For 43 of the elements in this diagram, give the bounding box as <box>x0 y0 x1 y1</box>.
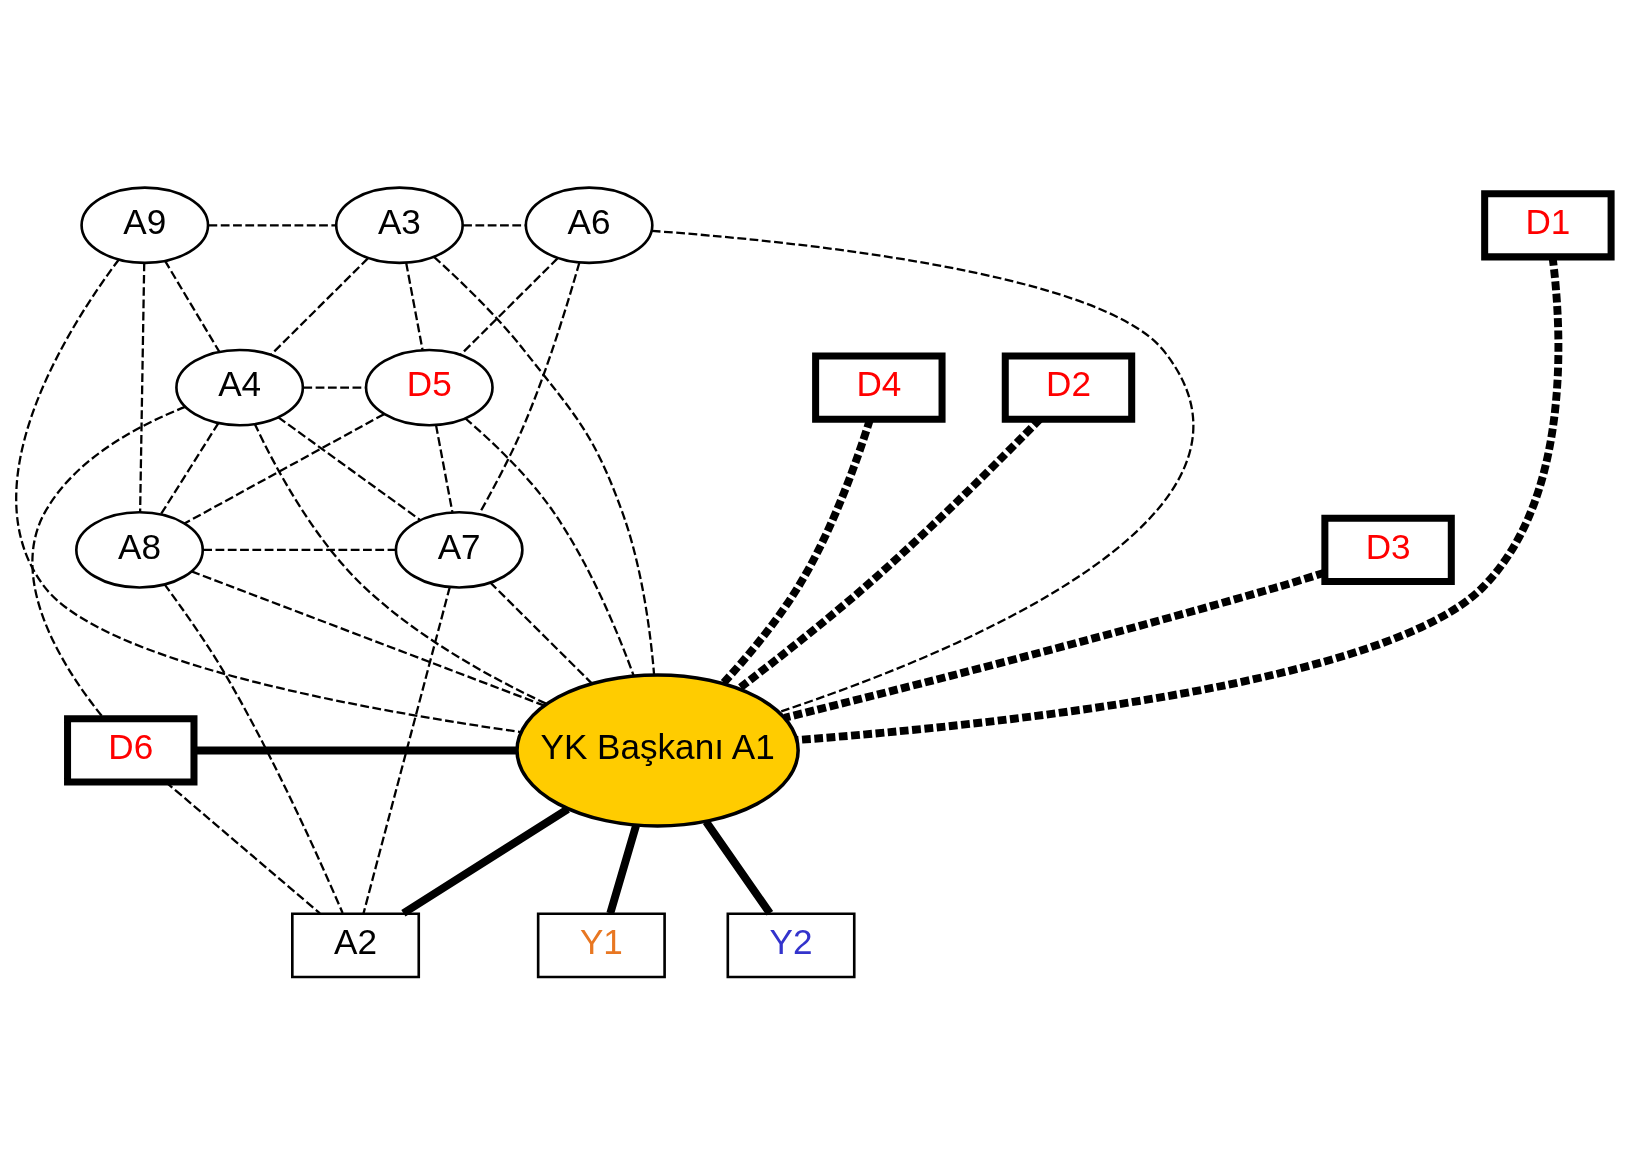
node-ellipse: A8 <box>75 510 205 589</box>
connector <box>459 257 559 356</box>
connector <box>463 224 526 227</box>
connector <box>269 257 369 356</box>
connector <box>208 224 337 227</box>
connector <box>434 425 454 513</box>
connector <box>139 262 146 513</box>
connector <box>194 746 517 755</box>
node-box: D4 <box>812 352 946 423</box>
node-ellipse: A3 <box>334 186 464 265</box>
node-ellipse: A6 <box>524 186 654 265</box>
connector <box>303 386 366 389</box>
node-ellipse: A4 <box>175 348 305 427</box>
node-box: A2 <box>291 912 421 979</box>
connector <box>159 422 220 516</box>
connector <box>191 570 545 707</box>
node-ellipse: D5 <box>364 348 494 427</box>
node-ellipse: A7 <box>394 510 524 589</box>
connector <box>15 258 522 734</box>
connector <box>253 423 548 705</box>
connector <box>401 805 570 917</box>
connector <box>163 583 344 914</box>
connector <box>651 229 1194 714</box>
node-box: D3 <box>1321 514 1455 585</box>
connector <box>489 581 593 684</box>
node-ellipse: A9 <box>80 186 210 265</box>
connector <box>464 417 635 677</box>
connector <box>277 416 421 521</box>
connector <box>433 256 656 675</box>
node-box: Y2 <box>726 912 856 979</box>
connector <box>477 262 581 515</box>
node-box: D6 <box>64 715 198 786</box>
connector <box>702 819 774 916</box>
connector <box>405 262 424 351</box>
connector <box>606 824 640 915</box>
node-box: D2 <box>1001 352 1136 423</box>
connector <box>362 586 451 914</box>
node-box: D1 <box>1481 190 1615 261</box>
connector <box>203 548 396 552</box>
connector <box>183 413 385 525</box>
node-ellipse: YK Başkanı A1 <box>515 673 800 828</box>
node-box: Y1 <box>536 912 666 979</box>
connector <box>163 260 221 353</box>
